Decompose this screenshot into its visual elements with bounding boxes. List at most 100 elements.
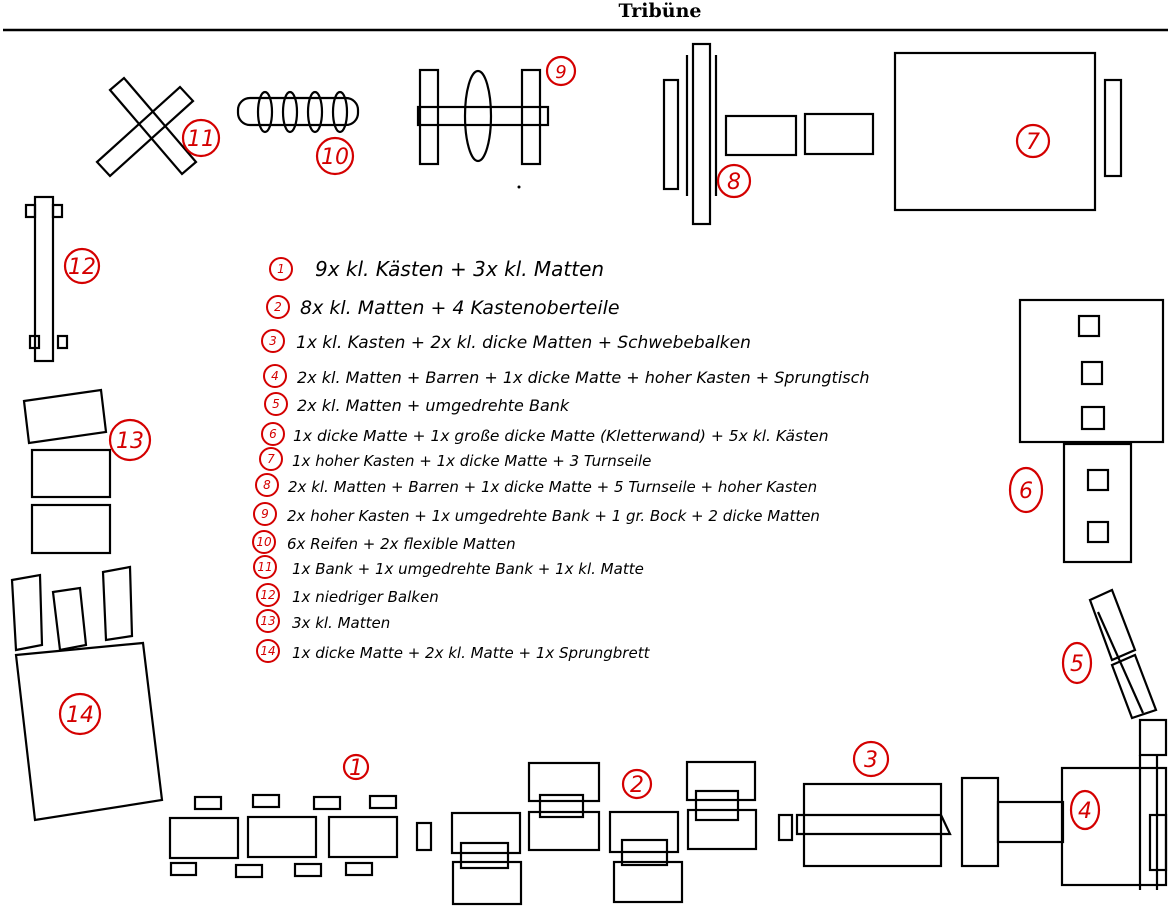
legend-text: 1x hoher Kasten + 1x dicke Matte + 3 Tur… (292, 452, 651, 470)
legend-text: 2x kl. Matten + Barren + 1x dicke Matte … (297, 368, 870, 387)
station-12-label: 12 (63, 247, 101, 285)
station-2-equipment (415, 760, 758, 906)
legend-number: 7 (267, 452, 275, 466)
legend-number: 5 (272, 397, 280, 411)
legend-number-circle (261, 329, 285, 353)
station-5-label: 5 (1061, 641, 1093, 685)
legend-number-circle (263, 364, 287, 388)
station-10-label: 10 (315, 136, 355, 176)
station-13-mats (22, 388, 112, 555)
station-2-label: 2 (621, 768, 653, 800)
svg-text:14: 14 (66, 703, 94, 728)
legend-text: 1x kl. Kasten + 2x kl. dicke Matten + Sc… (296, 333, 751, 353)
legend-item-10: 10 6x Reifen + 2x flexible Matten (252, 530, 516, 554)
legend: 1 9x kl. Kästen + 3x kl. Matten 2 8x kl. Ma… (252, 257, 870, 663)
station-9-equipment (416, 68, 550, 189)
legend-text: 2x kl. Matten + Barren + 1x dicke Matte … (288, 478, 817, 496)
legend-item-9: 9 2x hoher Kasten + 1x umgedrehte Bank + … (253, 502, 820, 526)
legend-text: 6x Reifen + 2x flexible Matten (287, 535, 516, 553)
legend-number-circle (256, 639, 280, 663)
legend-number: 2 (274, 300, 282, 314)
legend-item-3: 3 1x kl. Kasten + 2x kl. dicke Matten + S… (261, 329, 751, 353)
station-14-equipment (10, 565, 164, 822)
station-11-label: 11 (181, 118, 221, 158)
svg-text:10: 10 (321, 145, 349, 170)
svg-text:5: 5 (1070, 652, 1084, 677)
legend-item-12: 12 1x niedriger Balken (256, 583, 439, 607)
legend-number-circle (253, 502, 277, 526)
svg-text:11: 11 (187, 127, 215, 152)
svg-text:2: 2 (630, 773, 644, 798)
station-3-equipment (777, 782, 952, 868)
svg-text:8: 8 (727, 170, 741, 195)
legend-number-circle (252, 530, 276, 554)
station-6-equipment (1018, 298, 1165, 564)
svg-text:4: 4 (1078, 799, 1092, 824)
station-5-equipment (1088, 588, 1158, 720)
legend-item-2: 2 8x kl. Matten + 4 Kastenoberteile (266, 295, 620, 319)
station-7-equipment (893, 51, 1123, 212)
legend-text: 1x Bank + 1x umgedrehte Bank + 1x kl. Ma… (292, 560, 644, 578)
legend-number-circle (266, 295, 290, 319)
legend-text: 9x kl. Kästen + 3x kl. Matten (315, 257, 604, 281)
legend-number: 4 (271, 369, 279, 383)
svg-text:9: 9 (555, 62, 566, 83)
legend-number-circle (253, 555, 277, 579)
station-4-label: 4 (1069, 789, 1101, 831)
station-4-equipment (960, 718, 1168, 890)
legend-number-circle (256, 583, 280, 607)
legend-number-circle (255, 473, 279, 497)
station-11-benches (95, 76, 198, 178)
legend-item-13: 13 3x kl. Matten (256, 609, 390, 633)
station-9-label: 9 (545, 55, 577, 87)
station-13-label: 13 (108, 418, 152, 462)
legend-text: 1x dicke Matte + 1x große dicke Matte (K… (293, 427, 829, 445)
legend-number-circle (259, 447, 283, 471)
station-10-hoops (236, 90, 360, 134)
legend-number: 13 (260, 614, 275, 628)
legend-item-5: 5 2x kl. Matten + umgedrehte Bank (264, 392, 570, 416)
station-3-label: 3 (852, 740, 890, 778)
svg-text:1: 1 (349, 756, 363, 781)
station-8-equipment (662, 42, 875, 226)
legend-text: 2x kl. Matten + umgedrehte Bank (297, 396, 570, 415)
legend-number: 11 (257, 560, 272, 574)
legend-number: 9 (261, 507, 269, 521)
svg-text:13: 13 (116, 429, 144, 454)
legend-text: 8x kl. Matten + 4 Kastenoberteile (300, 297, 620, 319)
legend-number-circle (261, 422, 285, 446)
svg-text:7: 7 (1026, 130, 1040, 155)
legend-number-circle (264, 392, 288, 416)
legend-item-6: 6 1x dicke Matte + 1x große dicke Matte (… (261, 422, 829, 446)
legend-number: 1 (277, 262, 285, 276)
legend-number: 3 (269, 334, 277, 348)
station-8-label: 8 (716, 163, 752, 199)
legend-number: 12 (260, 588, 275, 602)
station-14-label: 14 (58, 692, 102, 736)
legend-item-7: 7 1x hoher Kasten + 1x dicke Matte + 3 Tu… (259, 447, 651, 471)
legend-number: 10 (256, 535, 272, 549)
legend-number: 6 (269, 427, 277, 441)
legend-item-8: 8 2x kl. Matten + Barren + 1x dicke Matte… (255, 473, 817, 497)
page-title: Tribüne (618, 0, 702, 22)
legend-item-4: 4 2x kl. Matten + Barren + 1x dicke Matte… (263, 364, 870, 388)
station-7-label: 7 (1015, 123, 1051, 159)
legend-number-circle (256, 609, 280, 633)
station-6-label: 6 (1008, 466, 1044, 514)
station-1-label: 1 (342, 753, 370, 781)
station-1-equipment (168, 793, 399, 879)
legend-text: 1x niedriger Balken (292, 588, 439, 606)
legend-number-circle (269, 257, 293, 281)
legend-item-11: 11 1x Bank + 1x umgedrehte Bank + 1x kl. … (253, 555, 644, 579)
svg-text:6: 6 (1019, 479, 1033, 504)
station-12-beam (24, 195, 69, 363)
legend-text: 1x dicke Matte + 2x kl. Matte + 1x Sprun… (292, 644, 651, 662)
legend-number: 8 (263, 478, 271, 492)
svg-text:12: 12 (68, 255, 96, 280)
legend-item-1: 1 9x kl. Kästen + 3x kl. Matten (269, 257, 604, 281)
legend-text: 2x hoher Kasten + 1x umgedrehte Bank + 1… (287, 507, 820, 525)
legend-text: 3x kl. Matten (292, 614, 390, 632)
svg-text:3: 3 (864, 748, 878, 773)
